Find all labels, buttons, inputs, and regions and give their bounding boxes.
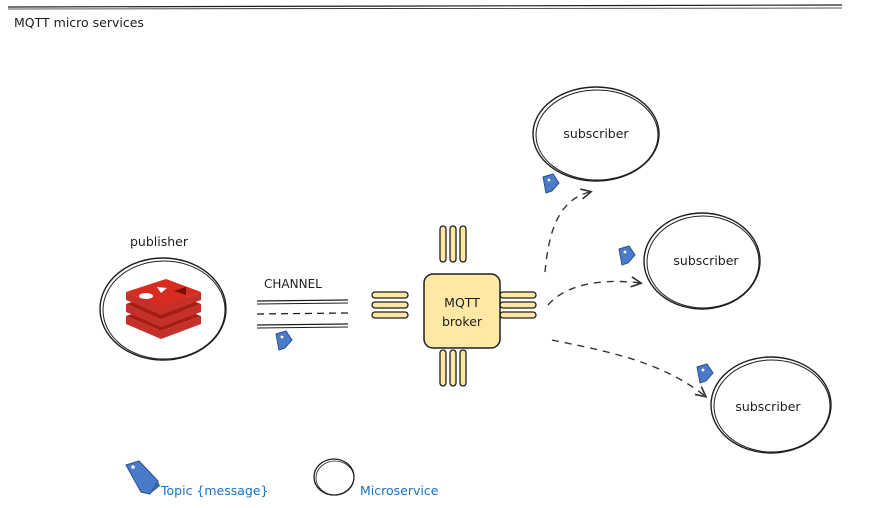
broker-label-line1: MQTT	[444, 295, 480, 310]
connections	[542, 173, 714, 396]
subscriber-label: subscriber	[735, 399, 801, 414]
chip-pins-left	[371, 291, 409, 319]
topic-tag-icon	[696, 363, 714, 384]
topic-tag-icon	[275, 330, 293, 351]
chip-pins-right	[499, 291, 537, 319]
topic-tag-icon	[542, 173, 560, 194]
arrow-to-subscriber-2	[547, 281, 640, 306]
legend: Topic {message} Microservice	[125, 458, 439, 498]
arrow-to-subscriber-1	[544, 192, 590, 273]
chip-pins-top	[439, 225, 467, 263]
mqtt-broker[interactable]: MQTT broker	[371, 225, 537, 387]
subscriber-label: subscriber	[673, 253, 739, 268]
channel: CHANNEL	[256, 277, 349, 351]
chip-pins-bottom	[439, 349, 467, 387]
publisher-label: publisher	[130, 234, 189, 249]
header: MQTT micro services	[7, 4, 843, 30]
legend-microservice-label: Microservice	[360, 483, 439, 498]
arrow-to-subscriber-3	[551, 339, 705, 396]
legend-microservice-icon	[313, 458, 355, 496]
redis-logo-icon	[126, 279, 201, 339]
publisher-node[interactable]: publisher	[99, 234, 227, 361]
broker-label-line2: broker	[442, 314, 483, 329]
subscriber-node-2[interactable]: subscriber	[643, 212, 761, 310]
subscriber-node-1[interactable]: subscriber	[532, 86, 660, 182]
channel-label: CHANNEL	[264, 277, 322, 291]
page-title: MQTT micro services	[14, 15, 144, 30]
topic-tag-icon	[618, 245, 636, 266]
legend-topic-icon	[125, 460, 160, 495]
subscriber-label: subscriber	[563, 126, 629, 141]
legend-topic-label: Topic {message}	[160, 483, 269, 498]
subscriber-node-3[interactable]: subscriber	[710, 356, 832, 454]
